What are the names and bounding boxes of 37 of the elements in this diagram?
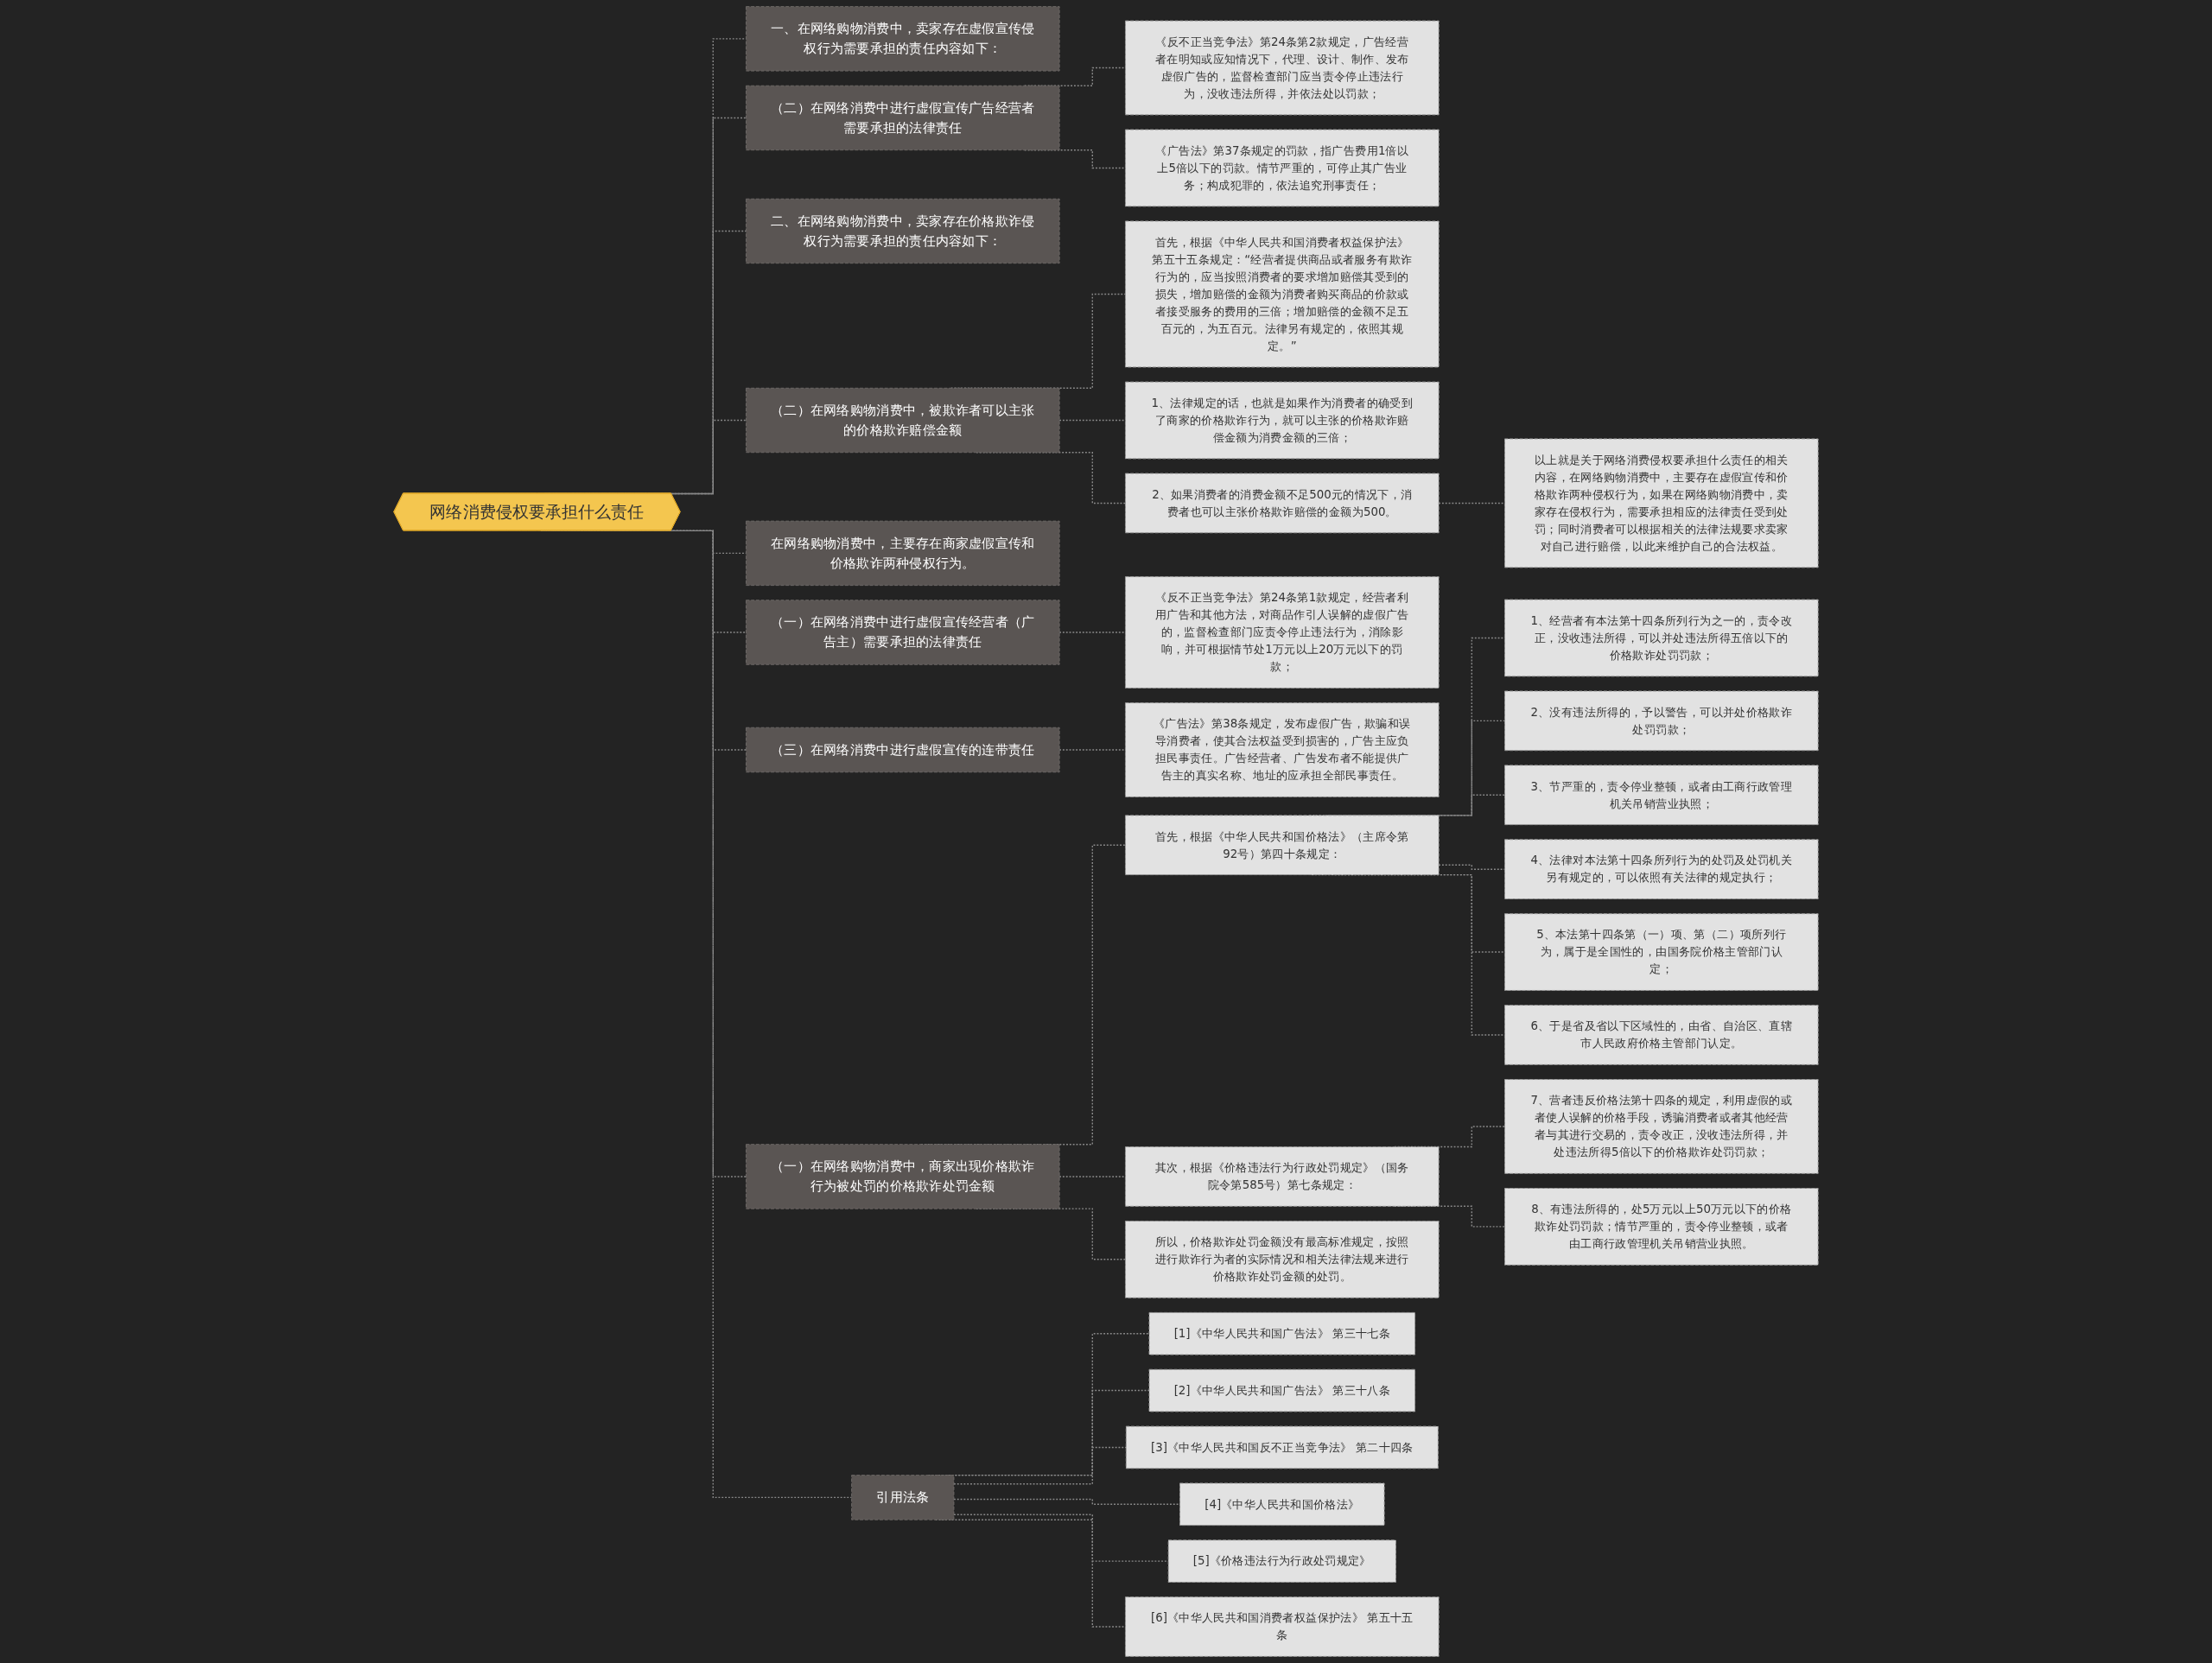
node-box: 2、没有违法所得的，予以警告，可以并处价格欺诈处罚罚款； [1504,690,1819,752]
node-box: 7、营者违反价格法第十四条的规定，利用虚假的或者使人误解的价格手段，诱骗消费者或者其他经营者与其进行交易的，责令改正，没收违法所得，并处违法所得5倍以下的价格欺诈处罚罚款； [1504,1079,1819,1174]
node-box: [4]《中华人民共和国价格法》 [1179,1482,1385,1527]
node-box: 2、如果消费者的消费金额不足500元的情况下，消费者也可以主张价格欺诈赔偿的金额为500。 [1125,473,1440,534]
node-box: （二）在网络购物消费中，被欺诈者可以主张的价格欺诈赔偿金额 [745,387,1060,454]
node-box: 5、本法第十四条第（一）项、第（二）项所列行为，属于是全国性的，由国务院价格主管部门认定； [1504,913,1819,991]
node-box: [3]《中华人民共和国反不正当竞争法》 第二十四条 [1125,1425,1439,1469]
node-box: [1]《中华人民共和国广告法》 第三十七条 [1148,1311,1416,1355]
node-box: [5]《价格违法行为行政处罚规定》 [1167,1539,1396,1583]
node-box: 《反不正当竞争法》第24条第1款规定，经营者利用广告和其他方法，对商品作引人误解的虚假广告的，监督检查部门应责令停止违法行为，消除影响，并可根据情节处1万元以上20万元以下的罚款； [1125,576,1440,689]
node-box: （一）在网络购物消费中，商家出现价格欺诈行为被处罚的价格欺诈处罚金额 [745,1144,1060,1209]
node-box: 首先，根据《中华人民共和国价格法》（主席令第92号）第四十条规定： [1125,815,1440,876]
node-box: 首先，根据《中华人民共和国消费者权益保护法》第五十五条规定：“经营者提供商品或者服务有欺诈行为的，应当按照消费者的要求增加赔偿其受到的损失，增加赔偿的金额为消费者购买商品的价款或者接受服务的费用的三倍；增加赔偿的金额不足五百元的，为五百元。法律另有规定的，依照其规定。” [1125,220,1440,368]
node-box: （一）在网络消费中进行虚假宣传经营者（广告主）需要承担的法律责任 [745,600,1060,665]
connector [953,1514,1169,1562]
node-box: 4、法律对本法第十四条所列行为的处罚及处罚机关另有规定的，可以依照有关法律的规定执行； [1504,839,1819,899]
node-box: 其次，根据《价格违法行为行政处罚规定》（国务院令第585号）第七条规定： [1125,1146,1440,1207]
node-box: [2]《中华人民共和国广告法》 第三十八条 [1148,1368,1416,1412]
node-box: （三）在网络消费中进行虚假宣传的连带责任 [745,727,1060,773]
node-box: 在网络购物消费中，主要存在商家虚假宣传和价格欺诈两种侵权行为。 [745,520,1060,587]
node-box: 《反不正当竞争法》第24条第2款规定，广告经营者在明知或应知情况下，代理、设计、制作、发布虚假广告的，监督检查部门应当责令停止违法行为，没收违法所得，并依法处以罚款； [1125,20,1440,116]
node-box: 1、经营者有本法第十四条所列行为之一的，责令改正，没收违法所得，可以并处违法所得五倍以下的价格欺诈处罚罚款； [1504,599,1819,677]
node-box: 《广告法》第37条规定的罚款，指广告费用1倍以上5倍以下的罚款。情节严重的，可停止其广告业务；构成犯罪的，依法追究刑事责任； [1125,129,1440,207]
node-box: 8、有违法所得的，处5万元以上50万元以下的价格欺诈处罚罚款；情节严重的，责令停业整顿，或者由工商行政管理机关吊销营业执照。 [1504,1188,1819,1266]
node-box: 所以，价格欺诈处罚金额没有最高标准规定，按照进行欺诈行为者的实际情况和相关法律法规来进行价格欺诈处罚金额的处罚。 [1125,1220,1440,1298]
node-box: 二、在网络购物消费中，卖家存在价格欺诈侵权行为需要承担的责任内容如下： [745,198,1060,264]
node-box: 一、在网络购物消费中，卖家存在虚假宣传侵权行为需要承担的责任内容如下： [745,6,1060,72]
node-box: 《广告法》第38条规定，发布虚假广告，欺骗和误导消费者，使其合法权益受到损害的，广告主应负担民事责任。广告经营者、广告发布者不能提供广告主的真实名称、地址的应承担全部民事责任。 [1125,702,1440,797]
node-box: 以上就是关于网络消费侵权要承担什么责任的相关内容，在网络购物消费中，主要存在虚假宣传和价格欺诈两种侵权行为，如果在网络购物消费中，卖家存在侵权行为，需要承担相应的法律责任受到处罚；同时消费者可以根据相关的法律法规要求卖家对自己进行赔偿，以此来维护自己的合法权益。 [1504,438,1819,568]
connector [953,1446,1127,1485]
connector [953,1498,1181,1505]
node-box: 6、于是省及省以下区域性的，由省、自治区、直辖市人民政府价格主管部门认定。 [1504,1005,1819,1065]
node-box: 引用法条 [851,1475,955,1520]
node-box: 3、节严重的，责令停业整顿，或者由工商行政管理机关吊销营业执照； [1504,765,1819,826]
node-box: 1、法律规定的话，也就是如果作为消费者的确受到了商家的价格欺诈行为，就可以主张的价格欺诈赔偿金额为消费金额的三倍； [1125,381,1440,460]
node-box: （二）在网络消费中进行虚假宣传广告经营者需要承担的法律责任 [745,85,1060,151]
node-box: [6]《中华人民共和国消费者权益保护法》 第五十五条 [1125,1596,1440,1657]
